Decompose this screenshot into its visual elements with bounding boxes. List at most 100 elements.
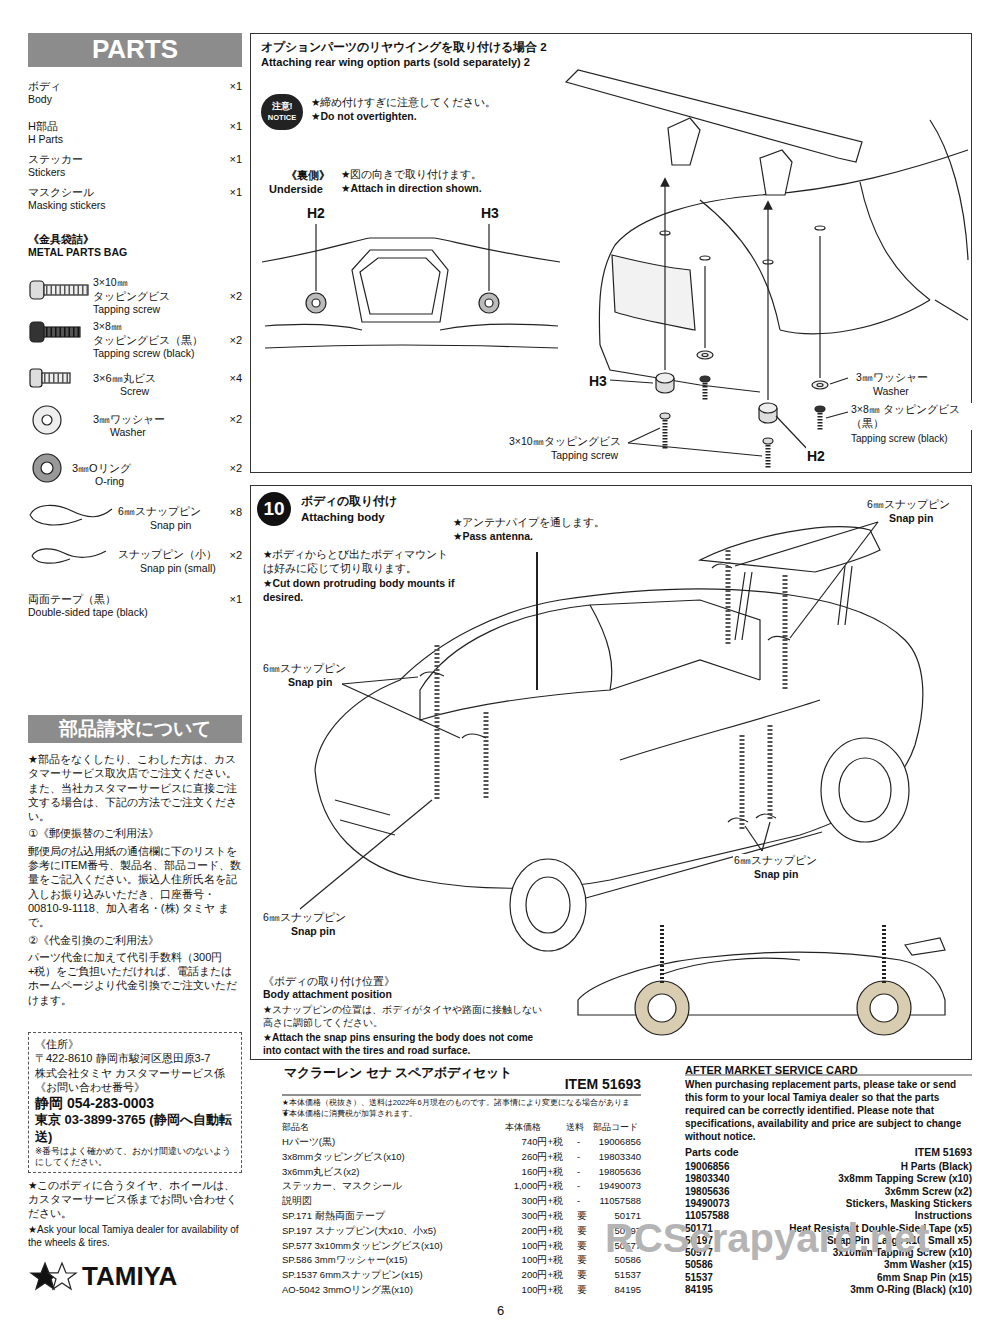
quantity: ×2 xyxy=(229,289,242,303)
table-cell: SP.171 耐熱両面テープ xyxy=(282,1210,385,1222)
part-name-en: Tapping screw xyxy=(93,303,160,317)
part-name-en: Snap pin (small) xyxy=(140,562,216,576)
table-cell: SP.197 スナップピン(大x10、小x5) xyxy=(282,1225,436,1237)
node-text: 注意! xyxy=(272,101,293,113)
part-code: 19490073 xyxy=(685,1197,730,1210)
quantity: ×8 xyxy=(229,505,242,519)
view-label: 《裏側》 xyxy=(285,168,331,182)
subheading: ②《代金引換のご利用法》 xyxy=(28,933,242,947)
table-header: 部品コード xyxy=(593,1122,638,1134)
item-number: ITEM 51693 xyxy=(565,1075,641,1093)
group-heading: METAL PARTS BAG xyxy=(28,246,127,260)
section-band: PARTS xyxy=(28,33,242,67)
part-name-en: Snap pin xyxy=(150,519,191,533)
table-cell: 740円+税 xyxy=(522,1136,563,1148)
table-cell: 51537 xyxy=(615,1269,641,1281)
part-description: H Parts (Black) xyxy=(901,1160,972,1173)
quantity: ×2 xyxy=(229,461,242,475)
table-cell: SP.1537 6mmスナップピン(x15) xyxy=(282,1269,423,1281)
quantity: ×1 xyxy=(229,119,242,133)
card-header: Parts code xyxy=(685,1146,739,1160)
part-callout: H2 xyxy=(306,204,326,222)
notice-text: ★締め付けすぎに注意してください。 xyxy=(310,96,497,110)
table-cell: - xyxy=(577,1136,580,1148)
subheading: ①《郵便振替のご利用法》 xyxy=(28,826,242,840)
table-cell: 3x6mm丸ビス(x2) xyxy=(282,1166,360,1178)
part-description: 3mm Washer (x15) xyxy=(884,1258,972,1271)
part-label: 3×10㎜タッピングビス xyxy=(508,435,622,449)
table-cell: - xyxy=(577,1195,580,1207)
table-cell: SP.586 3mmワッシャー(x15) xyxy=(282,1254,407,1266)
part-code: 84195 xyxy=(685,1283,713,1296)
part-name-en: Stickers xyxy=(28,166,65,180)
quantity: ×2 xyxy=(229,412,242,426)
part-name: ボディ xyxy=(28,79,61,93)
paragraph: ★部品をなくしたり、こわした方は、カスタマーサービス取次店でご注文ください。また… xyxy=(28,752,242,823)
part-description: 3mm O-Ring (Black) (x10) xyxy=(850,1283,972,1296)
table-cell: AO-5042 3mmOリング黒(x10) xyxy=(282,1284,413,1296)
part-size: 3×10㎜ xyxy=(93,276,128,290)
table-cell: Hパーツ(黒) xyxy=(282,1136,335,1148)
watermark: RCScrapyard.net xyxy=(605,1212,930,1264)
node-text: PARTS xyxy=(92,33,178,67)
part-label: Snap pin xyxy=(287,676,333,690)
table-cell: 19490073 xyxy=(599,1180,641,1192)
view-label: 《ボディの取り付け位置》 xyxy=(262,974,396,988)
part-name: タッピングビス（黒） xyxy=(93,333,203,347)
part-label: Snap pin xyxy=(753,868,799,882)
part-size: 3×8㎜ xyxy=(93,320,122,334)
node-text: 東京 03-3899-3765 (静岡へ自動転送) xyxy=(35,1112,235,1146)
table-title: マクラーレン セナ スペアボディセット xyxy=(284,1065,512,1082)
table-cell: 11057588 xyxy=(599,1195,641,1207)
table-cell: 19803340 xyxy=(599,1151,641,1163)
part-callout: H3 xyxy=(480,204,500,222)
part-name: ステッカー xyxy=(28,152,83,166)
part-label: Snap pin xyxy=(290,925,336,939)
part-code: 19803340 xyxy=(685,1172,730,1185)
table-cell: 19006856 xyxy=(599,1136,641,1148)
card-title: AFTER MARKET SERVICE CARD xyxy=(685,1063,858,1077)
instruction-note: ★Attach in direction shown. xyxy=(340,182,483,196)
part-description: 3x8mm Tapping Screw (x10) xyxy=(838,1172,972,1185)
table-cell: 200円+税 xyxy=(522,1269,563,1281)
brand-logo: TAMIYA xyxy=(82,1260,177,1294)
table-cell: ステッカー、マスクシール xyxy=(282,1180,402,1192)
part-name: H部品 xyxy=(28,119,58,133)
node-text: 静岡 054-283-0003 xyxy=(35,1094,235,1112)
table-cell: - xyxy=(577,1180,580,1192)
step-number: 10 xyxy=(257,492,291,526)
view-label: Body attachment position xyxy=(262,988,393,1002)
table-cell: 要 xyxy=(577,1210,587,1222)
node-text: Attaching rear wing option parts (sold s… xyxy=(261,55,961,69)
part-name-en: Screw xyxy=(120,385,149,399)
table-header: 本体価格 xyxy=(505,1122,541,1134)
item-number: ITEM 51693 xyxy=(915,1146,972,1160)
node-text: 《住所》 xyxy=(35,1037,235,1051)
part-label: Washer xyxy=(872,385,910,399)
table-cell: 300円+税 xyxy=(522,1195,563,1207)
table-cell: 3x8mmタッピングビス(x10) xyxy=(282,1151,405,1163)
table-cell: 要 xyxy=(577,1284,587,1296)
table-cell: 160円+税 xyxy=(522,1166,563,1178)
node-text: 〒422-8610 静岡市駿河区恩田原3-7 xyxy=(35,1051,235,1065)
instruction-note: ★図の向きで取り付けます。 xyxy=(340,168,483,182)
table-cell: 説明図 xyxy=(282,1195,312,1207)
part-label: Snap pin xyxy=(888,512,934,526)
table-cell: 19805636 xyxy=(599,1166,641,1178)
node-text: 《お問い合わせ番号》 xyxy=(35,1080,235,1094)
group-heading: 《金具袋詰》 xyxy=(28,232,94,246)
part-name: 6㎜スナップピン xyxy=(118,505,201,519)
quantity: ×2 xyxy=(229,333,242,347)
table-cell: 100円+税 xyxy=(522,1254,563,1266)
notice-text: ★Do not overtighten. xyxy=(310,110,418,124)
part-name: マスクシール xyxy=(28,185,94,199)
part-callout: H3 xyxy=(588,372,608,390)
table-header: 送料 xyxy=(566,1122,584,1134)
part-name-en: Washer xyxy=(110,426,146,440)
page-number: 6 xyxy=(497,1303,504,1320)
note: ★Ask your local Tamiya dealer for availa… xyxy=(28,1223,242,1249)
node-text: オプションパーツのリヤウイングを取り付ける場合 2 xyxy=(261,40,961,55)
part-label: Tapping screw xyxy=(550,449,619,463)
table-cell: SP.577 3x10mmタッピングビス(x10) xyxy=(282,1240,443,1252)
node-text: Attaching body xyxy=(301,510,961,525)
